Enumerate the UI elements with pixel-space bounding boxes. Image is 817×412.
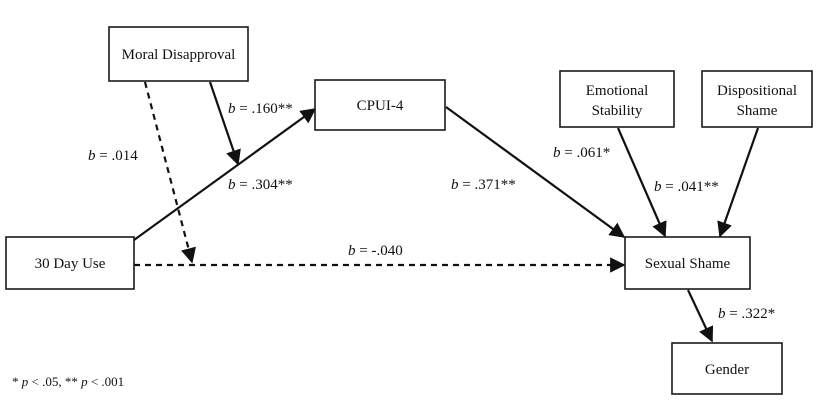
significance-note-p2: p [80, 374, 88, 389]
node-moral-disapproval: Moral Disapproval [108, 26, 249, 82]
node-moral-disapproval-label: Moral Disapproval [122, 47, 236, 63]
node-cpui-4: CPUI-4 [314, 79, 446, 131]
coef-emotional-to-shame: b = .061* [553, 145, 610, 161]
node-30-day-use-label: 30 Day Use [35, 256, 106, 272]
arrow-shame-to-gender [687, 289, 714, 343]
node-emotional-stability-label-line1: Emotional [586, 83, 649, 99]
node-dispositional-shame-label-line1: Dispositional [717, 83, 797, 99]
coef-emotional-to-shame-b: b [553, 145, 561, 161]
coef-moral-to-cpui-path: b = .160** [228, 101, 293, 117]
coef-shame-to-gender-b: b [718, 306, 726, 322]
coef-moral-to-mediation: b = .014 [88, 148, 138, 164]
node-gender-label: Gender [705, 362, 749, 378]
significance-note: * p < .05, ** p < .001 [12, 374, 124, 389]
node-dispositional-shame-label-line2: Shame [737, 103, 778, 119]
node-dispositional-shame: Dispositional Shame [701, 70, 813, 128]
coef-day30-to-cpui-b: b [228, 177, 236, 193]
arrow-emotional-to-shame [616, 127, 667, 238]
significance-note-p1: p [21, 374, 29, 389]
node-sexual-shame: Sexual Shame [624, 236, 751, 290]
coef-cpui-to-shame-value: = .371** [459, 177, 516, 193]
node-gender: Gender [671, 342, 783, 395]
arrow-dispositional-to-shame [717, 127, 760, 238]
node-emotional-stability: Emotional Stability [559, 70, 675, 128]
arrow-moral-to-direct-path-dashed [143, 81, 196, 264]
coef-moral-to-cpui-path-value: = .160** [236, 101, 293, 117]
coef-emotional-to-shame-value: = .061* [561, 145, 611, 161]
coef-dispositional-to-shame-b: b [654, 179, 662, 195]
node-emotional-stability-label-line2: Stability [592, 103, 643, 119]
coef-cpui-to-shame-b: b [451, 177, 459, 193]
coef-moral-to-mediation-value: = .014 [96, 148, 139, 164]
significance-note-star: * [12, 374, 22, 389]
coef-moral-to-cpui-path-b: b [228, 101, 236, 117]
significance-note-lt05: < .05, ** [28, 374, 81, 389]
coef-day30-to-cpui-value: = .304** [236, 177, 293, 193]
node-cpui-4-label: CPUI-4 [357, 98, 404, 114]
node-sexual-shame-label: Sexual Shame [645, 256, 731, 272]
coef-dispositional-to-shame-value: = .041** [662, 179, 719, 195]
coef-day30-to-shame-b: b [348, 243, 356, 259]
coef-day30-to-shame-value: = -.040 [356, 243, 403, 259]
coef-cpui-to-shame: b = .371** [451, 177, 516, 193]
coef-dispositional-to-shame: b = .041** [654, 179, 719, 195]
arrow-cpui-to-shame [445, 106, 626, 238]
arrow-day30-to-cpui [133, 108, 317, 241]
node-30-day-use: 30 Day Use [5, 236, 135, 290]
significance-note-lt001: < .001 [88, 374, 125, 389]
arrow-moral-to-cpui-path [208, 81, 241, 166]
coef-shame-to-gender-value: = .322* [726, 306, 776, 322]
coef-shame-to-gender: b = .322* [718, 306, 775, 322]
coef-day30-to-cpui: b = .304** [228, 177, 293, 193]
coef-day30-to-shame: b = -.040 [348, 243, 403, 259]
coef-moral-to-mediation-b: b [88, 148, 96, 164]
